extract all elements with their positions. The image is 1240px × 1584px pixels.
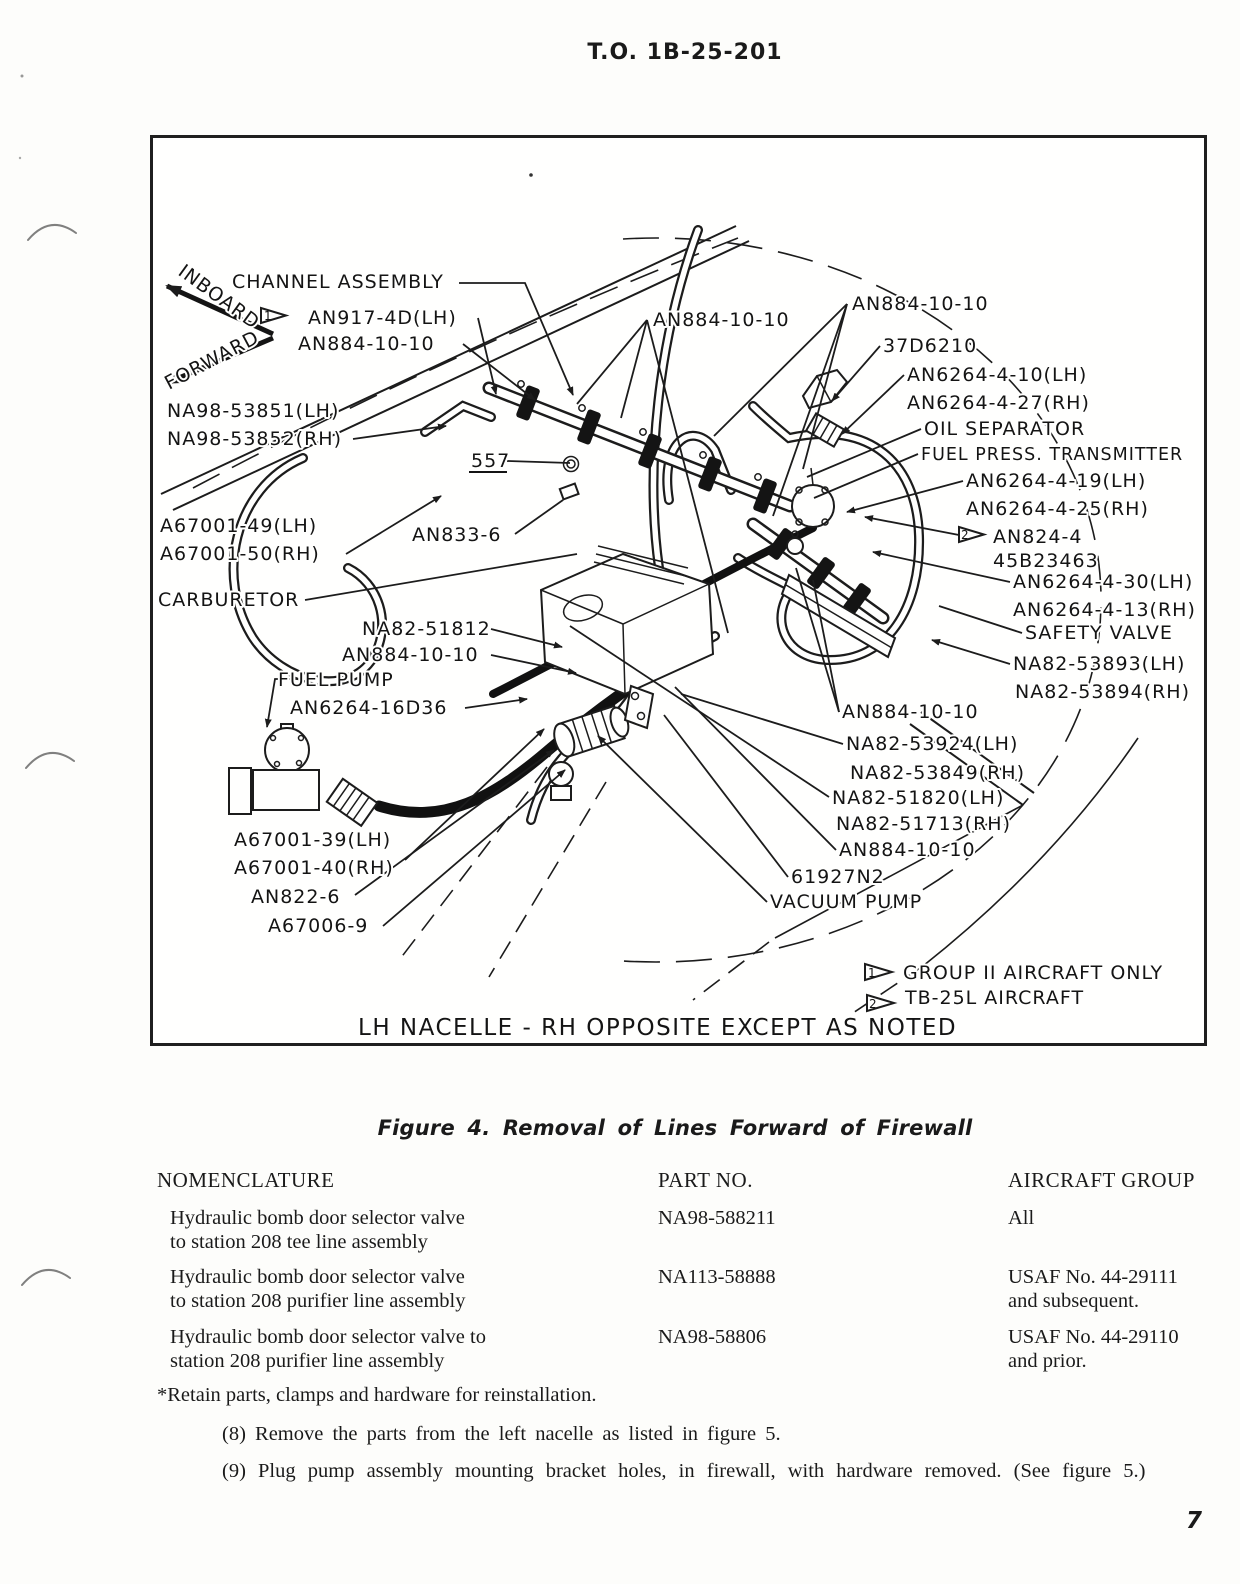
step-9-note: (9) Plug pump assembly mounting bracket … bbox=[222, 1460, 1146, 1482]
figure-4-diagram: INBOARD FORWARD 1 2 1 2 CHANNEL ASSEMBLY… bbox=[150, 135, 1207, 1046]
label-an833-6: AN833-6 bbox=[412, 524, 501, 546]
label-na82-53893: NA82-53893(LH) bbox=[1013, 653, 1185, 675]
diagram-canvas: INBOARD FORWARD 1 2 1 2 CHANNEL ASSEMBLY… bbox=[156, 173, 1197, 1043]
table-row: Hydraulic bomb door selector valve to st… bbox=[170, 1326, 486, 1372]
label-na98-53852: NA98-53852(RH) bbox=[167, 428, 342, 450]
page-number: 7 bbox=[1186, 1508, 1203, 1534]
label-an884-mid-left: AN884-10-10 bbox=[342, 644, 479, 666]
label-a67001-50: A67001-50(RH) bbox=[160, 543, 320, 565]
label-na82-51812: NA82-51812 bbox=[362, 618, 491, 640]
svg-text:2: 2 bbox=[961, 528, 969, 542]
diagram-labels: CHANNEL ASSEMBLY AN917-4D(LH) AN884-10-1… bbox=[156, 269, 1197, 1043]
label-an6264-4-19: AN6264-4-19(LH) bbox=[966, 470, 1146, 492]
carburetor-body bbox=[539, 545, 715, 696]
label-na82-53849: NA82-53849(RH) bbox=[850, 762, 1025, 784]
bracket-61927n2 bbox=[623, 684, 655, 730]
label-an6264-4-30: AN6264-4-30(LH) bbox=[1013, 571, 1193, 593]
flag-legend-2-label: TB-25L AIRCRAFT bbox=[904, 987, 1084, 1009]
label-an6264-4-13: AN6264-4-13(RH) bbox=[1013, 599, 1196, 621]
label-61927n2: 61927N2 bbox=[791, 866, 885, 888]
label-557: 557 bbox=[471, 450, 510, 472]
label-an884-right-mid: AN884-10-10 bbox=[842, 701, 979, 723]
nacelle-structure-lines bbox=[160, 173, 1139, 1014]
figure-footer-note: LH NACELLE - RH OPPOSITE EXCEPT AS NOTED bbox=[358, 1015, 957, 1041]
label-45b23463: 45B23463 bbox=[993, 550, 1099, 572]
label-a67001-49: A67001-49(LH) bbox=[160, 515, 317, 537]
label-a67006-9: A67006-9 bbox=[268, 915, 368, 937]
svg-text:1: 1 bbox=[868, 966, 876, 980]
table-cell-aircraft-group: USAF No. 44-29111 and subsequent. bbox=[1008, 1266, 1178, 1312]
label-an6264-4-10: AN6264-4-10(LH) bbox=[907, 364, 1087, 386]
svg-text:2: 2 bbox=[869, 997, 877, 1011]
page-title: T.O. 1B-25-201 bbox=[587, 40, 783, 65]
table-cell-part-no: NA98-58806 bbox=[658, 1326, 767, 1348]
table-cell-part-no: NA98-588211 bbox=[658, 1207, 776, 1229]
label-an822-6: AN822-6 bbox=[251, 886, 340, 908]
label-an884-center-top: AN884-10-10 bbox=[653, 309, 790, 331]
table-header-part-no: PART NO. bbox=[658, 1168, 753, 1192]
label-a67001-39: A67001-39(LH) bbox=[234, 829, 391, 851]
fuel-pump-body bbox=[228, 723, 379, 828]
oil-separator-body bbox=[791, 467, 835, 528]
forward-arrow-icon bbox=[165, 335, 274, 386]
label-an884-top-right: AN884-10-10 bbox=[852, 293, 989, 315]
table-header-aircraft-group: AIRCRAFT GROUP bbox=[1008, 1168, 1195, 1192]
forward-label: FORWARD bbox=[161, 326, 263, 394]
hoses-and-tubes bbox=[228, 225, 925, 825]
label-channel-assembly: CHANNEL ASSEMBLY bbox=[232, 271, 444, 293]
label-oil-separator: OIL SEPARATOR bbox=[924, 418, 1085, 440]
label-na82-53894: NA82-53894(RH) bbox=[1015, 681, 1190, 703]
figure-caption: Figure 4. Removal of Lines Forward of Fi… bbox=[377, 1116, 973, 1140]
label-an884-bottom: AN884-10-10 bbox=[839, 839, 976, 861]
label-37d6210: 37D6210 bbox=[883, 335, 977, 357]
flag-2-legend-icon: 2 bbox=[866, 993, 898, 1013]
label-na98-53851: NA98-53851(LH) bbox=[167, 400, 339, 422]
table-row: Hydraulic bomb door selector valve to st… bbox=[170, 1207, 465, 1253]
inboard-arrow-icon bbox=[165, 283, 275, 337]
label-an884-top-left: AN884-10-10 bbox=[298, 333, 435, 355]
label-na82-51820: NA82-51820(LH) bbox=[832, 787, 1004, 809]
label-a67001-40: A67001-40(RH) bbox=[234, 857, 394, 879]
table-header-nomenclature: NOMENCLATURE bbox=[157, 1168, 335, 1192]
flag-1-icon: 1 bbox=[260, 306, 290, 325]
table-cell-aircraft-group: USAF No. 44-29110 and prior. bbox=[1008, 1326, 1179, 1372]
label-na82-51713: NA82-51713(RH) bbox=[836, 813, 1011, 835]
label-carburetor: CARBURETOR bbox=[158, 589, 299, 611]
table-row: Hydraulic bomb door selector valve to st… bbox=[170, 1266, 466, 1312]
flag-1-legend-icon: 1 bbox=[864, 962, 896, 982]
leader-lines bbox=[264, 282, 1023, 927]
label-an6264-4-27: AN6264-4-27(RH) bbox=[907, 392, 1090, 414]
label-an6264-16d36: AN6264-16D36 bbox=[290, 697, 447, 719]
step-8-note: (8) Remove the parts from the left nacel… bbox=[222, 1423, 781, 1445]
retain-note: *Retain parts, clamps and hardware for r… bbox=[157, 1384, 597, 1406]
misc-fittings bbox=[558, 455, 580, 501]
label-fuel-pump: FUEL PUMP bbox=[278, 669, 394, 691]
label-an917-4d: AN917-4D(LH) bbox=[308, 307, 457, 329]
table-cell-aircraft-group: All bbox=[1008, 1207, 1035, 1229]
flag-legend-1-label: GROUP II AIRCRAFT ONLY bbox=[903, 962, 1163, 984]
safety-valve-assembly bbox=[746, 517, 897, 659]
label-an824-4: AN824-4 bbox=[993, 526, 1082, 548]
flag-2-icon: 2 bbox=[958, 525, 988, 544]
channel-assembly-tube bbox=[482, 380, 797, 514]
label-safety-valve: SAFETY VALVE bbox=[1025, 622, 1173, 644]
flag-symbols: 1 2 1 2 bbox=[260, 306, 988, 1013]
label-vacuum-pump: VACUUM PUMP bbox=[770, 891, 922, 913]
svg-text:1: 1 bbox=[264, 309, 272, 323]
label-na82-53924: NA82-53924(LH) bbox=[846, 733, 1018, 755]
vacuum-pump-body bbox=[548, 704, 630, 801]
table-cell-part-no: NA113-58888 bbox=[658, 1266, 776, 1288]
label-an6264-4-25: AN6264-4-25(RH) bbox=[966, 498, 1149, 520]
label-fuel-press-transmitter: FUEL PRESS. TRANSMITTER bbox=[921, 445, 1183, 465]
